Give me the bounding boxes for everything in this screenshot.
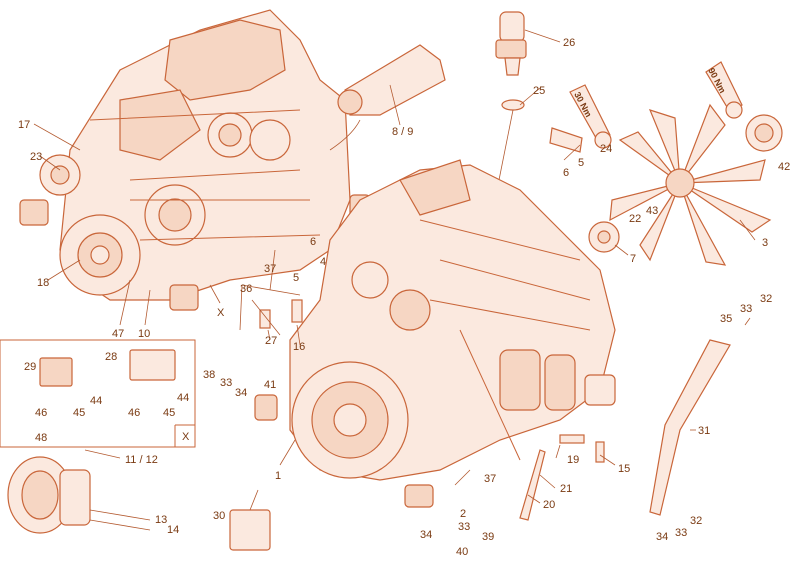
label-41: 41: [264, 379, 276, 391]
starter-motor: [329, 44, 446, 151]
label-34-left: 34: [235, 387, 247, 399]
label-37-top: 37: [264, 263, 276, 275]
pipe-31: [649, 339, 731, 516]
label-46-left: 46: [35, 407, 47, 419]
part-19: [559, 434, 585, 444]
label-43: 43: [646, 205, 658, 217]
label-47: 47: [112, 328, 124, 340]
label-29: 29: [24, 361, 36, 373]
label-44-left: 44: [90, 395, 102, 407]
label-x-top: X: [217, 307, 225, 319]
label-8-9: 8 / 9: [392, 126, 413, 138]
label-24: 24: [600, 143, 612, 155]
label-26: 26: [563, 37, 575, 49]
label-32-top: 32: [760, 293, 772, 305]
fan-hub-part: [588, 221, 620, 253]
label-38: 38: [203, 369, 215, 381]
sensor-16: [291, 299, 303, 323]
label-5-mid: 5: [293, 272, 299, 284]
label-33-right: 33: [675, 527, 687, 539]
label-1: 1: [275, 470, 281, 482]
label-45-left: 45: [73, 407, 85, 419]
label-7: 7: [630, 253, 636, 265]
fan-pulley: [745, 114, 783, 152]
label-6-mid: 6: [310, 236, 316, 248]
label-23: 23: [30, 151, 42, 163]
gasket-kit: [229, 509, 271, 551]
label-34-bottom: 34: [420, 529, 432, 541]
label-11-12: 11 / 12: [125, 454, 158, 466]
leader-lines: [33, 29, 756, 531]
label-40: 40: [456, 546, 468, 558]
torque-wrench-30nm: [569, 84, 612, 149]
label-31: 31: [698, 425, 710, 437]
label-2: 2: [460, 508, 466, 520]
label-48: 48: [35, 432, 47, 444]
label-30: 30: [213, 510, 225, 522]
label-6-right: 6: [563, 167, 569, 179]
label-32-bottom: 32: [690, 515, 702, 527]
label-39: 39: [482, 531, 494, 543]
label-33-bottom: 33: [458, 521, 470, 533]
alternator-48: [7, 456, 91, 534]
label-27: 27: [265, 335, 277, 347]
cooling-fan: [609, 103, 772, 266]
label-36: 36: [240, 283, 252, 295]
label-21: 21: [560, 483, 572, 495]
label-10: 10: [138, 328, 150, 340]
label-44-right: 44: [177, 392, 189, 404]
label-22: 22: [629, 213, 641, 225]
label-37-bottom: 37: [484, 473, 496, 485]
label-33-top: 33: [740, 303, 752, 315]
label-25: 25: [533, 85, 545, 97]
dipstick-20: [519, 449, 546, 521]
label-42: 42: [778, 161, 790, 173]
inset-box: [0, 339, 196, 448]
label-33-left: 33: [220, 377, 232, 389]
label-34-right: 34: [656, 531, 668, 543]
label-13: 13: [155, 514, 167, 526]
label-35: 35: [720, 313, 732, 325]
label-3: 3: [762, 237, 768, 249]
label-18: 18: [37, 277, 49, 289]
relay-29: [39, 357, 73, 387]
part-labels: 17 23 18 47 10 X 8 / 9 26 25 24 5 6 43 2…: [18, 37, 790, 558]
sensor-15: [595, 441, 605, 463]
label-15: 15: [618, 463, 630, 475]
label-20: 20: [543, 499, 555, 511]
torque-wrench-90nm: [705, 61, 743, 119]
label-46-right: 46: [128, 407, 140, 419]
label-17: 17: [18, 119, 30, 131]
sensor-27: [259, 309, 271, 329]
spacer-part: [549, 127, 583, 153]
label-4: 4: [320, 256, 326, 268]
label-45-right: 45: [163, 407, 175, 419]
label-x-inset: X: [182, 431, 190, 443]
oil-level-sensor: [494, 11, 527, 201]
control-unit-28: [129, 349, 176, 381]
label-19: 19: [567, 454, 579, 466]
label-5-right: 5: [578, 157, 584, 169]
engine-view-main: [254, 159, 616, 508]
label-28: 28: [105, 351, 117, 363]
label-14: 14: [167, 524, 179, 536]
label-16: 16: [293, 341, 305, 353]
engine-view-top-left: [19, 9, 371, 311]
